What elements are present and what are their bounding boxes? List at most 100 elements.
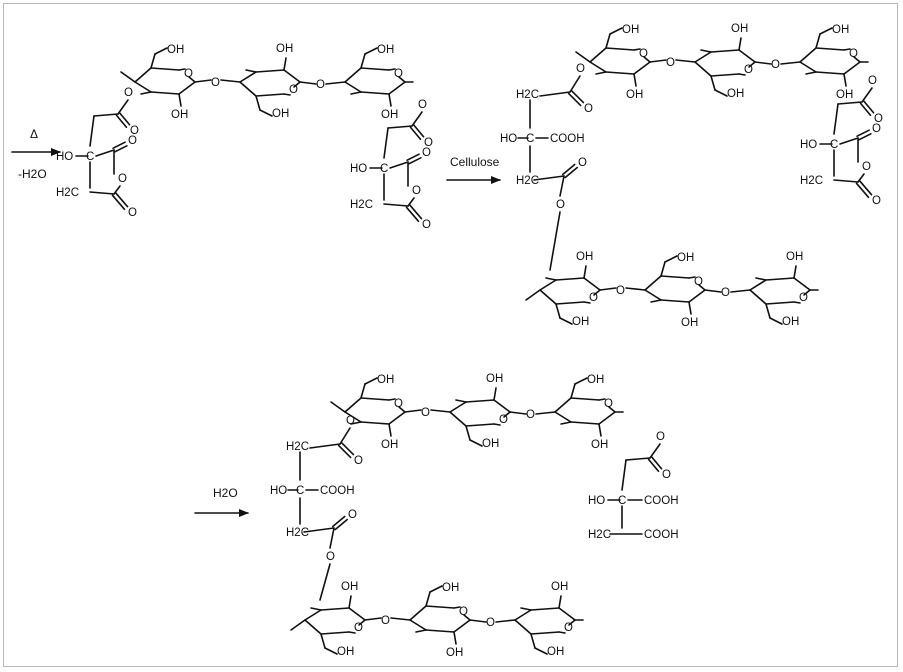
branch-right-2-carbonyl [855,182,870,199]
ring-oxygen: O [289,84,298,96]
substituent-bond [583,265,587,279]
crosslink-left-methylene: H2C [516,175,539,187]
ring-bond [360,67,390,71]
hydroxyl-group: OH [272,108,289,120]
glycosidic-oxygen: O [211,77,220,89]
substituent-bond [555,303,561,319]
crosslink-left-3-carbonyl [340,441,355,456]
branch-left-carbonyl [114,191,129,208]
glycosidic-bond [704,289,722,293]
substituent-bond [348,595,352,609]
ring-bond [815,71,845,75]
glycosidic-bond [364,617,382,621]
substituent-bond [558,595,562,609]
branch-left-anhydride-oxygen: O [118,173,127,185]
substituent-bond [545,277,557,281]
branch-left-hydroxyl: HO [56,151,73,163]
hydroxyl-group: OH [622,24,639,36]
hydroxyl-group: OH [377,374,394,386]
crosslink-left-3-ester-oxygen: O [326,551,335,563]
ring-bond [688,289,706,303]
ring-bond [344,397,362,413]
crosslink-left-carbonyl [567,92,582,107]
ring-bond [493,423,501,426]
substituent-bond [350,421,362,425]
hydroxyl-group: OH [587,374,604,386]
branch-right-2-bond [833,179,859,183]
ring-bond [453,619,471,633]
glycosidic-oxygen: O [421,407,430,419]
ring-oxygen: O [639,48,648,60]
ring-bond [748,61,756,68]
substituent-bond [150,53,156,69]
ring-bond [605,47,635,51]
branch-right-bond [387,125,413,129]
ring-bond [539,289,557,305]
ring-bond [799,61,817,73]
substituent-bond [350,91,362,95]
branch-right-3-quaternary-carbon: C [618,495,626,507]
crosslink-left-3-bond [303,527,335,533]
ring-bond [853,56,861,63]
ring-bond [815,47,845,51]
ring-bond [503,411,511,418]
substituent-bond [769,317,783,325]
branch-right-bond [411,111,423,127]
substituent-bond [605,33,611,49]
substituent-bond [388,93,392,107]
ring-oxygen: O [564,622,573,634]
crosslink-left-bond [533,175,565,181]
crosslink-left-3-bond [329,527,335,549]
hydroxyl-group: OH [591,439,608,451]
hydroxyl-group: OH [381,109,398,121]
ring-bond [425,605,455,609]
branch-right-2-carbonyl [858,132,872,141]
ring-bond [710,73,740,77]
substituent-bond [738,37,742,51]
branch-right-ester-oxygen: O [418,99,427,111]
hydroxyl-group: OH [731,23,748,35]
ring-bond [738,73,746,76]
substituent-bond [415,629,427,633]
ring-bond [799,47,817,63]
ring-oxygen: O [459,606,468,618]
crosslink-left-carbonyl-oxygen: O [584,103,593,115]
branch-right-2-methylene: H2C [800,175,823,187]
substituent-bond [819,27,833,35]
crosslink-left-3-hydroxyl: HO [270,485,287,497]
hydroxyl-group: OH [681,317,698,329]
ring-oxygen: O [589,292,598,304]
branch-right-carbonyl [412,123,425,138]
branch-right-2-carbonyl [859,102,872,117]
hydroxyl-group: OH [572,316,589,328]
step1-condition-water-loss: -H2O [18,167,47,181]
branch-right-carbonyl [408,203,423,220]
glycosidic-bond [299,81,317,85]
branch-right-3-ester-oxygen: O [656,431,665,443]
glycosidic-bond [625,287,646,291]
branch-right-quaternary-carbon: C [380,163,388,175]
ring-bond [633,48,641,51]
substituent-bond [364,47,378,55]
branch-left-carbonyl [112,141,126,150]
branch-right-2-carbonyl-oxygen: O [872,123,881,135]
glycosidic-oxygen: O [526,409,535,421]
ring-bond [660,299,690,303]
ring-bond [554,397,572,413]
substituent-bond [259,109,273,117]
substituent-bond [843,73,847,87]
substituent-bond [660,261,666,277]
step1-condition-heat: Δ [30,127,38,141]
ring-bond [570,397,600,401]
branch-left-carbonyl-oxygen: O [128,207,137,219]
ring-bond [388,81,406,95]
ring-bond [514,609,532,621]
ring-bond [530,607,560,611]
branch-right-methylene: H2C [350,199,373,211]
branch-right-hydroxyl: HO [350,163,367,175]
ring-oxygen: O [694,276,703,288]
branch-right-2-carbonyl [858,179,873,196]
